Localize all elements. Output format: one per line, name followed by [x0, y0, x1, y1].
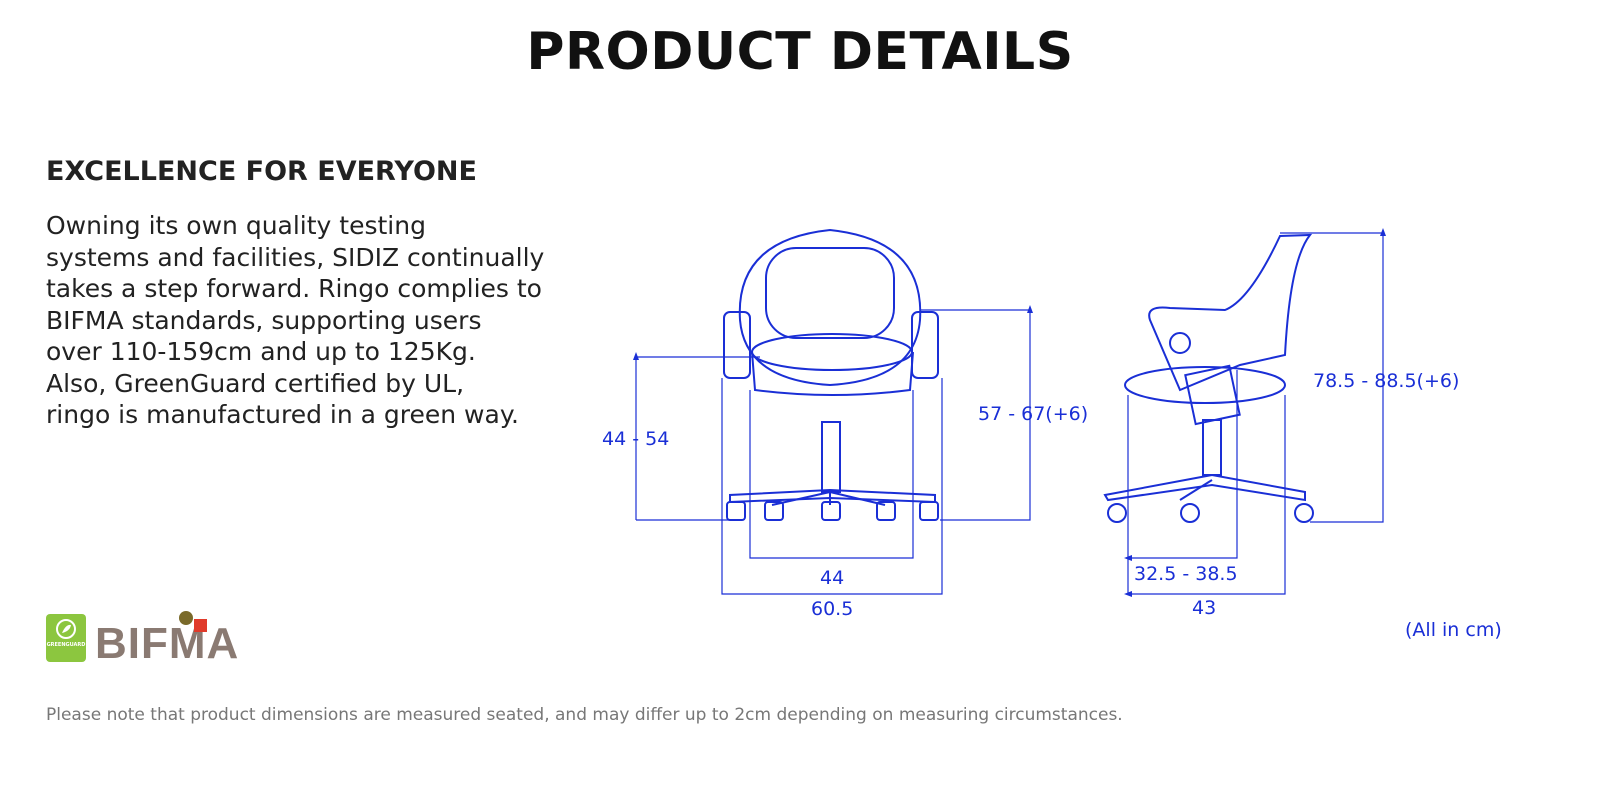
seat-height-label: 44 - 54	[602, 428, 669, 450]
overall-height-label: 78.5 - 88.5(+6)	[1313, 370, 1459, 392]
units-note: (All in cm)	[1405, 619, 1502, 641]
overall-width-label: 60.5	[811, 598, 853, 620]
seat-width-label: 44	[820, 567, 844, 589]
page-title: PRODUCT DETAILS	[526, 22, 1074, 82]
bifma-mark-icon	[179, 611, 207, 632]
description-line: BIFMA standards, supporting users	[46, 305, 482, 335]
overall-depth-label: 43	[1192, 597, 1216, 619]
seat-depth-label: 32.5 - 38.5	[1134, 563, 1238, 585]
description-line: over 110-159cm and up to 125Kg.	[46, 337, 476, 366]
description-line: ringo is manufactured in a green way.	[46, 400, 519, 429]
footnote: Please note that product dimensions are …	[46, 705, 1123, 725]
description: Owning its own quality testing systems a…	[46, 210, 566, 431]
description-line: systems and facilities, SIDIZ continuall…	[46, 242, 545, 272]
description-line: takes a step forward. Ringo complies to	[46, 274, 542, 303]
dimension-lines	[635, 232, 1384, 595]
bifma-logo: BIFMA	[95, 619, 240, 668]
chair-front-view	[723, 228, 939, 521]
dimension-arrows	[633, 228, 1386, 597]
description-line: Owning its own quality testing	[46, 211, 426, 240]
leaf-icon	[56, 619, 76, 639]
armrest-height-label: 57 - 67(+6)	[978, 403, 1088, 425]
section-subtitle: EXCELLENCE FOR EVERYONE	[46, 156, 477, 187]
description-line: Also, GreenGuard certified by UL,	[46, 368, 465, 398]
greenguard-logo: GREENGUARD	[46, 614, 86, 662]
chair-side-view	[1103, 233, 1314, 523]
